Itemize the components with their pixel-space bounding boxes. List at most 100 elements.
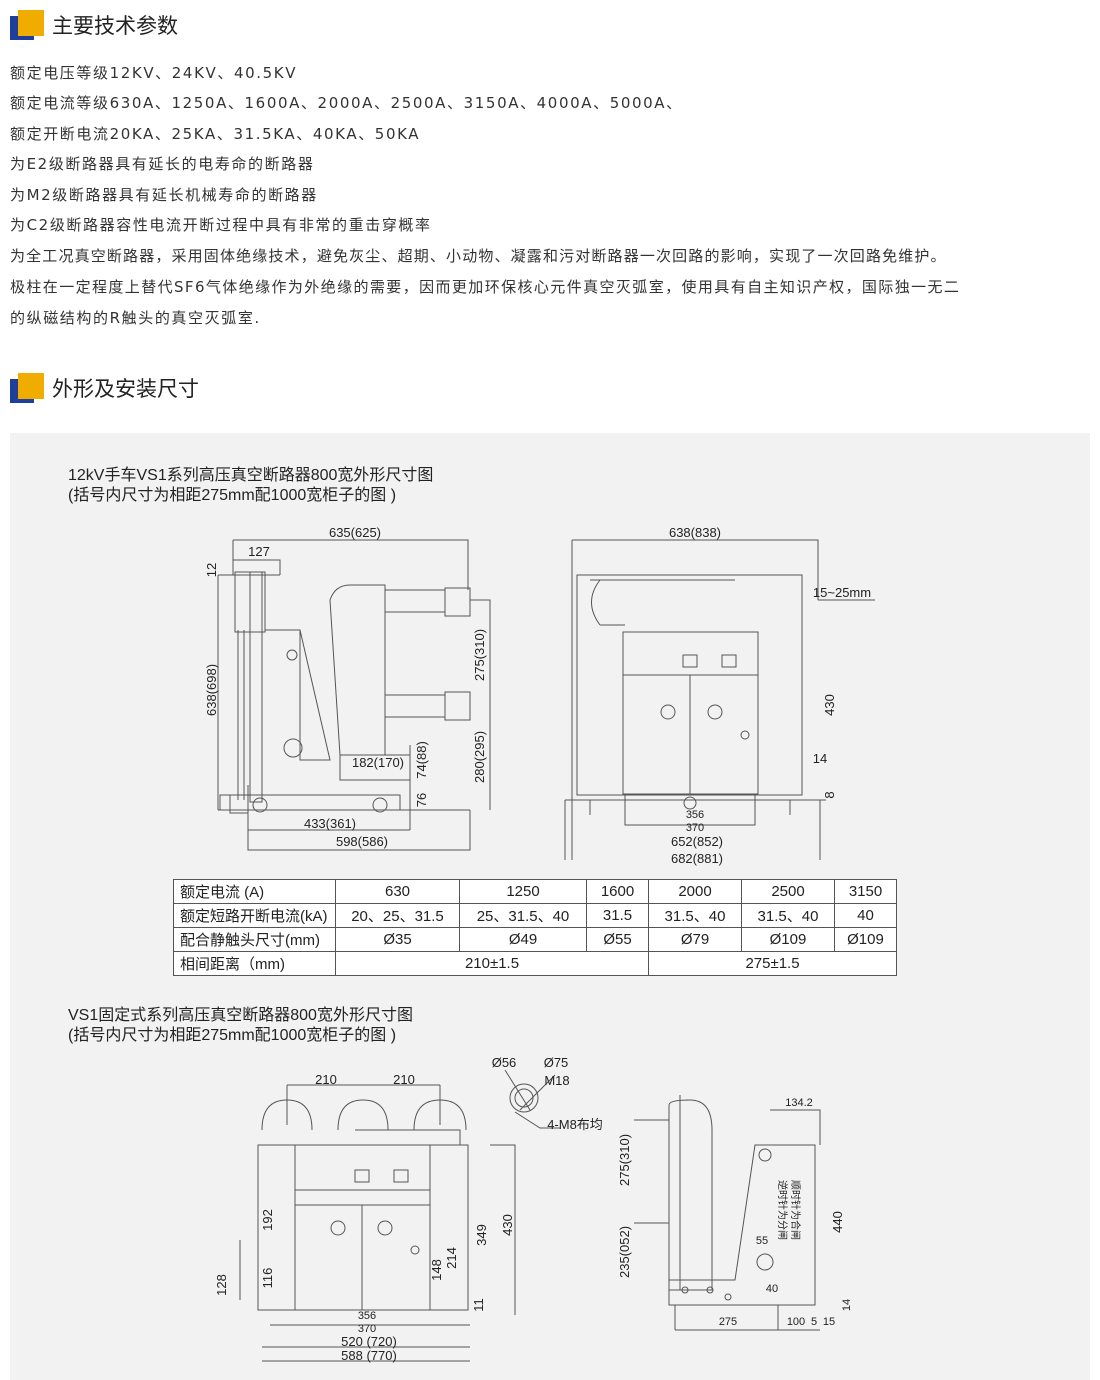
- drawing2-front-view: [564, 539, 875, 860]
- dim-label: 74(88): [414, 741, 429, 779]
- section-header-dimensions: 外形及安装尺寸: [10, 373, 199, 403]
- dim-label: 100: [787, 1316, 805, 1328]
- section-title: 外形及安装尺寸: [52, 377, 199, 401]
- param-line: 为全工况真空断路器，采用固体绝缘技术，避免灰尘、超期、小动物、凝露和污对断路器一…: [10, 247, 947, 265]
- dim-label: 55: [756, 1235, 768, 1247]
- dim-label: 652(852): [671, 834, 723, 849]
- spec-table: 额定电流 (A) 630 1250 1600 2000 2500 3150 额定…: [173, 879, 897, 976]
- dim-label: 148: [429, 1259, 444, 1281]
- dim-label: 356: [686, 809, 704, 821]
- table-cell: 210±1.5: [335, 951, 649, 976]
- dim-label: 76: [414, 793, 429, 807]
- table-cell: 31.5、40: [648, 903, 742, 928]
- section-logo-icon: [10, 373, 44, 403]
- dim-label: 182(170): [352, 755, 404, 770]
- dim-label: 210: [315, 1072, 337, 1087]
- dim-label: 134.2: [785, 1097, 813, 1109]
- table-row: 额定电流 (A) 630 1250 1600 2000 2500 3150: [173, 879, 897, 904]
- dim-label: 235(052): [617, 1226, 632, 1278]
- dim-label: 14: [813, 751, 827, 766]
- table-row: 配合静触头尺寸(mm) Ø35 Ø49 Ø55 Ø79 Ø109 Ø109: [173, 927, 897, 952]
- drawing1-caption-note: (括号内尺寸为相距275mm配1000宽柜子的图 ): [68, 487, 397, 504]
- table-cell: Ø109: [741, 927, 835, 952]
- dim-label: Ø75: [544, 1055, 569, 1070]
- table-header-cell: 相间距离（mm): [173, 951, 336, 976]
- table-header-cell: 额定电流 (A): [173, 879, 336, 904]
- operation-label: 顺时针为合闸: [789, 1180, 802, 1240]
- dim-label: 15~25mm: [813, 585, 871, 600]
- param-line: 额定电压等级12KV、24KV、40.5KV: [10, 64, 298, 82]
- dim-label: Ø56: [492, 1055, 517, 1070]
- table-row: 相间距离（mm) 210±1.5 275±1.5: [173, 951, 897, 976]
- table-cell: 31.5: [586, 903, 649, 928]
- table-cell: Ø79: [648, 927, 742, 952]
- param-line: 极柱在一定程度上替代SF6气体绝缘作为外绝缘的需要，因而更加环保核心元件真空灭弧…: [10, 278, 961, 296]
- dim-label: 128: [214, 1274, 229, 1296]
- drawing4-side-view: [504, 1069, 821, 1331]
- drawing3-dimensions: 210 210 192 116 128 349 430 148 214 11 3…: [214, 1072, 515, 1363]
- dim-label: 14: [841, 1299, 853, 1311]
- dim-label: 40: [766, 1283, 778, 1295]
- drawing1-caption: 12kV手车VS1系列高压真空断路器800宽外形尺寸图: [68, 467, 434, 484]
- dim-label: 370: [358, 1323, 376, 1335]
- dim-label: 214: [444, 1247, 459, 1269]
- dim-label: 210: [393, 1072, 415, 1087]
- dim-label: 635(625): [329, 525, 381, 540]
- drawing4-dimensions: Ø56 Ø75 M18 4-M8布均 275(310) 235(052) 134…: [492, 1055, 853, 1328]
- param-line: 的纵磁结构的R触头的真空灭弧室.: [10, 309, 261, 327]
- section-logo-icon: [10, 10, 44, 40]
- drawing1-dimensions: 635(625) 127 12 638(698) 275(310) 280(29…: [204, 525, 487, 849]
- table-cell: 630: [335, 879, 460, 904]
- table-cell: 2500: [741, 879, 835, 904]
- dim-label: 116: [260, 1268, 275, 1289]
- table-cell: Ø55: [586, 927, 649, 952]
- dim-label: 349: [474, 1224, 489, 1246]
- dim-label: 520 (720): [341, 1334, 397, 1349]
- dim-label: 280(295): [472, 731, 487, 783]
- table-header-cell: 配合静触头尺寸(mm): [173, 927, 336, 952]
- dim-label: 192: [260, 1209, 275, 1231]
- dim-label: 430: [500, 1214, 515, 1236]
- section-header-tech-params: 主要技术参数: [10, 10, 178, 40]
- dim-label: 127: [248, 544, 270, 559]
- param-line: 为M2级断路器具有延长机械寿命的断路器: [10, 186, 318, 204]
- dim-label: 433(361): [304, 816, 356, 831]
- dim-label: 356: [358, 1310, 376, 1322]
- dim-label: 638(838): [669, 525, 721, 540]
- dim-label: M18: [544, 1073, 569, 1088]
- table-cell: 1600: [586, 879, 649, 904]
- drawing3-front-view: [239, 1084, 516, 1362]
- dim-label: 11: [471, 1298, 486, 1312]
- section-title: 主要技术参数: [52, 14, 178, 38]
- dim-label: 15: [823, 1316, 835, 1328]
- table-cell: 31.5、40: [741, 903, 835, 928]
- dim-label: 275(310): [617, 1134, 632, 1186]
- dim-label: 275(310): [472, 629, 487, 681]
- table-row: 额定短路开断电流(kA) 20、25、31.5 25、31.5、40 31.5 …: [173, 903, 897, 928]
- table-cell: 25、31.5、40: [459, 903, 587, 928]
- param-line: 为E2级断路器具有延长的电寿命的断路器: [10, 155, 315, 173]
- dim-label: 12: [204, 563, 219, 577]
- drawing1-side-view: [217, 539, 491, 851]
- dim-label: 370: [686, 822, 704, 834]
- dim-label: 638(698): [204, 664, 219, 716]
- table-cell: 20、25、31.5: [335, 903, 460, 928]
- table-cell: Ø109: [834, 927, 897, 952]
- drawing3-caption: VS1固定式系列高压真空断路器800宽外形尺寸图: [68, 1007, 413, 1024]
- dim-label: 430: [822, 694, 837, 716]
- dim-label: 588 (770): [341, 1348, 397, 1363]
- dim-label: 8: [822, 791, 837, 798]
- dim-label: 4-M8布均: [547, 1117, 603, 1132]
- table-cell: Ø35: [335, 927, 460, 952]
- dim-label: 275: [719, 1316, 737, 1328]
- table-cell: 40: [834, 903, 897, 928]
- table-cell: 2000: [648, 879, 742, 904]
- param-line: 额定电流等级630A、1250A、1600A、2000A、2500A、3150A…: [10, 94, 683, 112]
- param-line: 额定开断电流20KA、25KA、31.5KA、40KA、50KA: [10, 125, 421, 143]
- table-cell: 3150: [834, 879, 897, 904]
- dim-label: 682(881): [671, 851, 723, 866]
- technical-drawings: 635(625) 127 12 638(698) 275(310) 280(29…: [204, 525, 875, 1363]
- dim-label: 598(586): [336, 834, 388, 849]
- drawing2-dimensions: 638(838) 15~25mm 430 14 8 356 370 652(85…: [669, 525, 871, 866]
- table-header-cell: 额定短路开断电流(kA): [173, 903, 336, 928]
